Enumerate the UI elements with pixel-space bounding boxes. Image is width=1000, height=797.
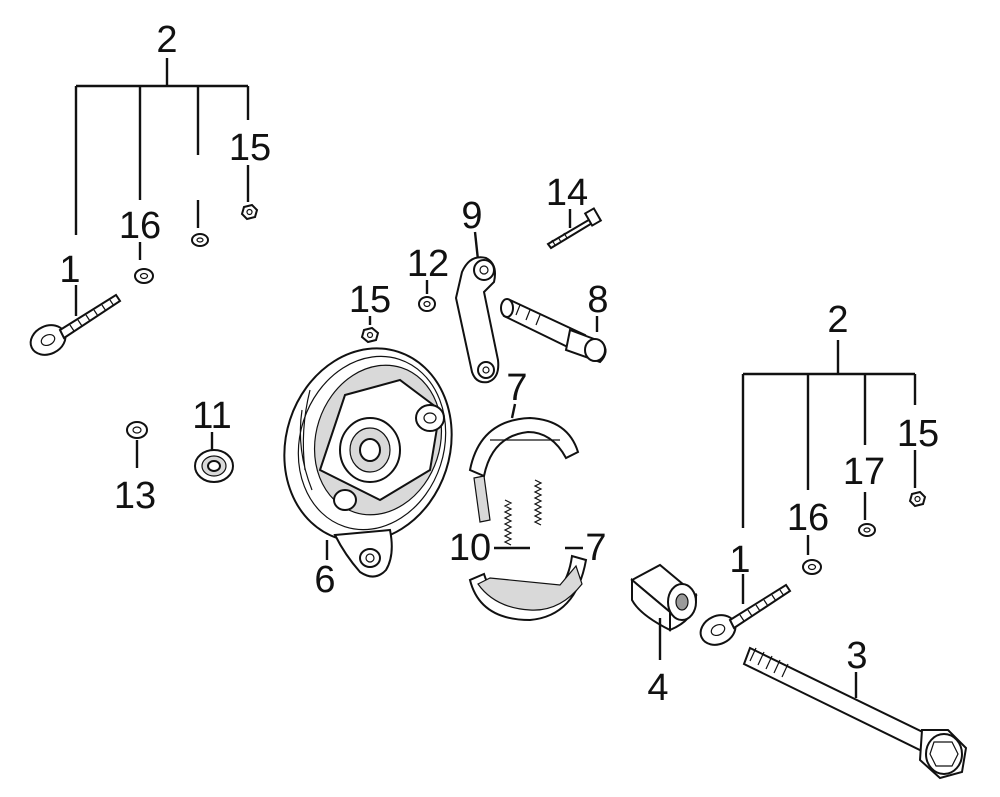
return-springs-10 bbox=[503, 479, 543, 546]
washer-16-right bbox=[802, 559, 822, 575]
nut-15-panel bbox=[360, 326, 380, 344]
washer-13 bbox=[126, 421, 148, 439]
spacer-4 bbox=[630, 563, 698, 632]
label-group-2-right: 2 bbox=[827, 299, 848, 341]
label-washer-12: 12 bbox=[407, 243, 449, 285]
label-group-2-top-left: 2 bbox=[156, 19, 177, 61]
brake-shoe-upper bbox=[468, 416, 580, 523]
label-washer-13: 13 bbox=[114, 475, 156, 517]
group-bracket-right bbox=[741, 340, 917, 604]
brake-panel bbox=[283, 347, 453, 578]
label-washer-16-right: 16 bbox=[787, 497, 829, 539]
bolt-14 bbox=[546, 207, 603, 250]
label-brake-shoe-7-lower: 7 bbox=[585, 527, 606, 569]
brake-shoe-lower bbox=[468, 554, 588, 622]
brake-arm-9 bbox=[454, 256, 500, 384]
nut-15-top-left bbox=[240, 203, 259, 221]
label-oil-seal-11: 11 bbox=[192, 395, 231, 437]
group-bracket-top-left bbox=[74, 58, 250, 316]
label-nut-15-right: 15 bbox=[897, 413, 939, 455]
washer-16-top-left bbox=[134, 268, 154, 284]
label-brake-panel-6: 6 bbox=[314, 559, 335, 601]
label-brake-arm-9: 9 bbox=[461, 195, 482, 237]
label-brake-shoe-7-upper: 7 bbox=[506, 367, 527, 409]
label-cam-8: 8 bbox=[587, 279, 608, 321]
oil-seal-11 bbox=[194, 449, 234, 483]
label-nut-15-panel: 15 bbox=[349, 279, 391, 321]
label-adjuster-bolt-1-right: 1 bbox=[729, 539, 750, 581]
adjuster-bolt-top-left bbox=[29, 293, 122, 356]
axle-3 bbox=[742, 646, 968, 780]
label-washer-16-top-left: 16 bbox=[119, 205, 161, 247]
washer-12 bbox=[418, 296, 436, 312]
label-bolt-14: 14 bbox=[546, 172, 588, 214]
label-spacer-4: 4 bbox=[647, 667, 668, 709]
nut-15-right bbox=[908, 490, 927, 508]
washer-top-left bbox=[191, 233, 209, 247]
adjuster-bolt-right bbox=[699, 583, 792, 646]
label-springs-10: 10 bbox=[449, 527, 491, 569]
label-axle-3: 3 bbox=[846, 635, 867, 677]
cam-8 bbox=[500, 298, 607, 364]
label-adjuster-bolt-1-top-left: 1 bbox=[59, 249, 80, 291]
label-nut-15-top-left: 15 bbox=[229, 127, 271, 169]
lock-nut-17-right bbox=[858, 523, 876, 537]
label-lock-nut-17-right: 17 bbox=[843, 451, 885, 493]
